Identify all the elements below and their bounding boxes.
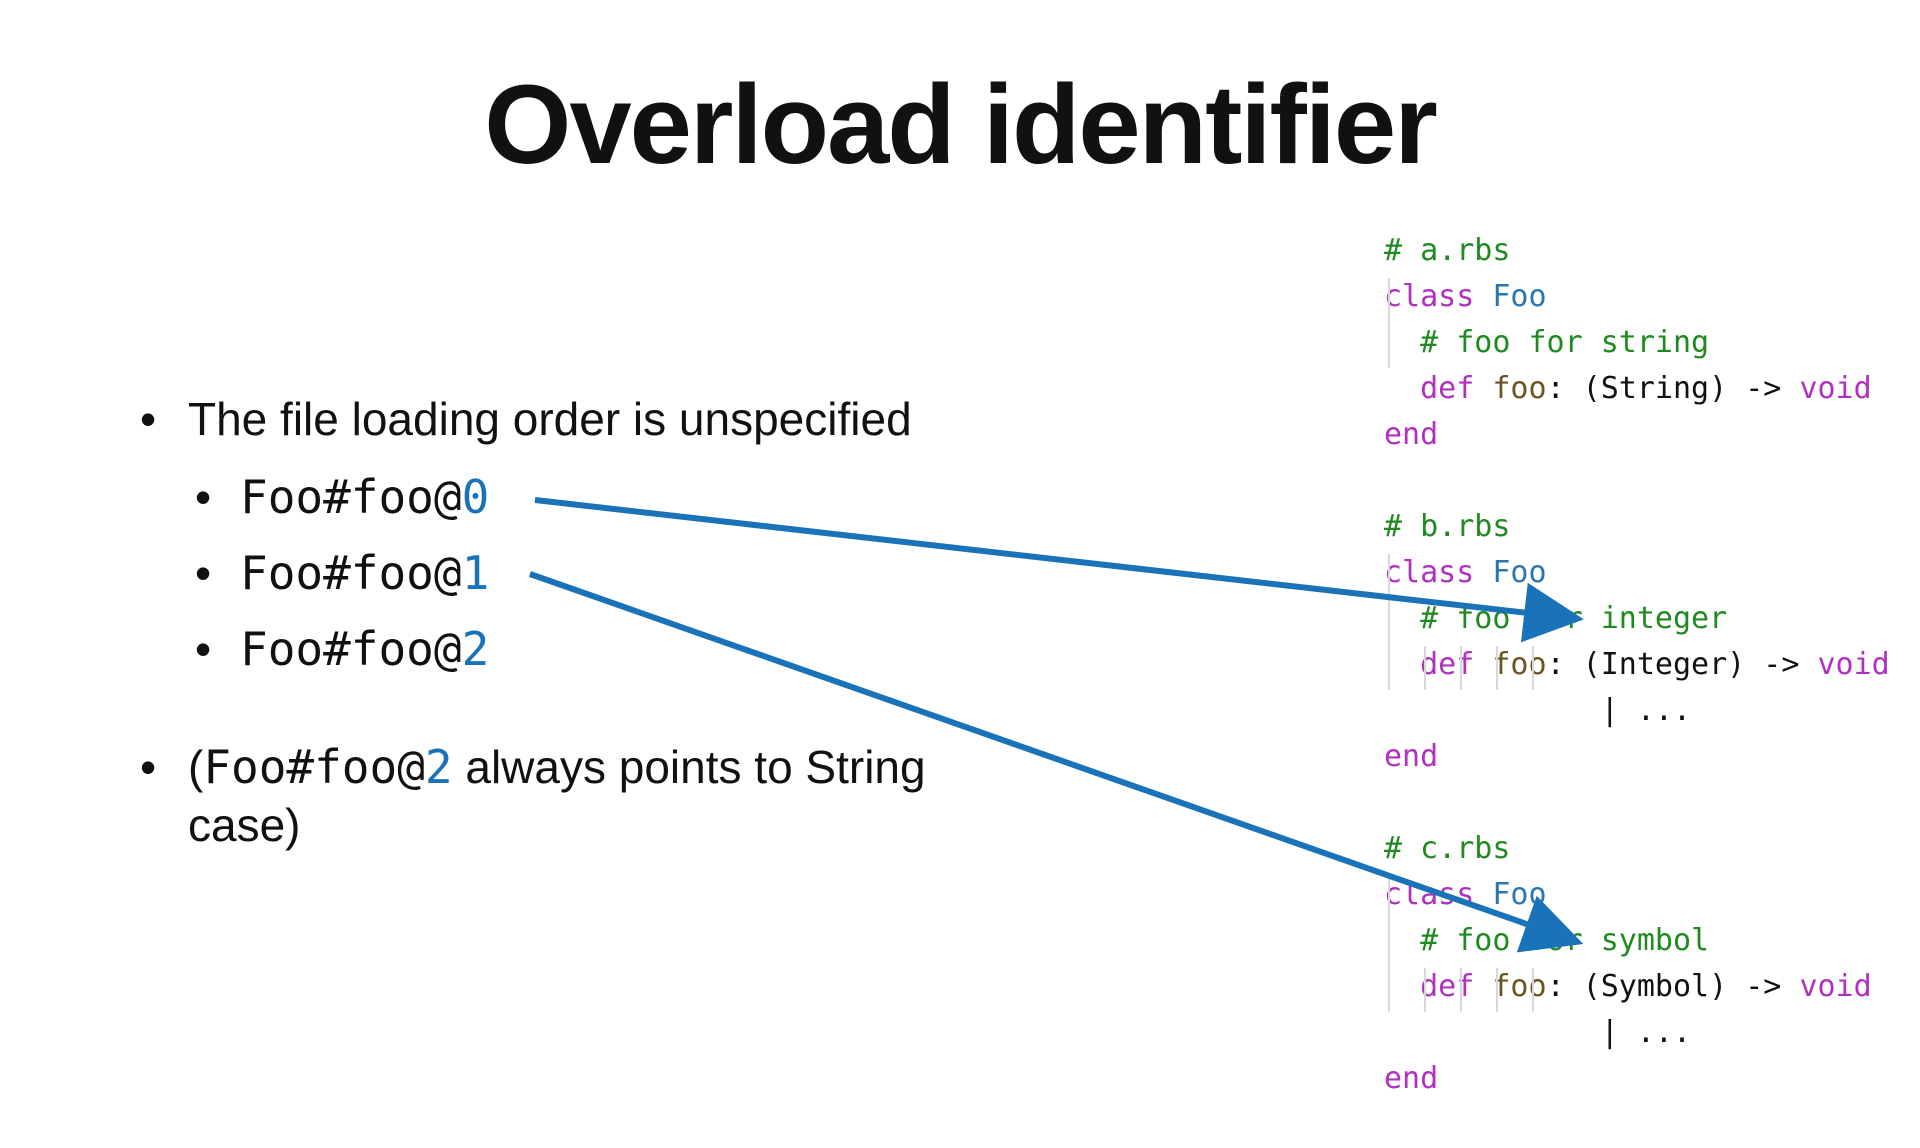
sub-bullet-dot: • bbox=[195, 623, 212, 675]
sub-bullet-2-prefix: Foo#foo@ bbox=[240, 622, 462, 676]
bullet-dot: • bbox=[140, 741, 157, 793]
bullet-dot: • bbox=[140, 393, 157, 445]
indent-guide bbox=[1532, 968, 1534, 1012]
code-def-keyword: def bbox=[1420, 371, 1475, 406]
arrow-1-to-symbol bbox=[529, 571, 1584, 953]
code-class-keyword: class bbox=[1384, 877, 1475, 912]
code-method-name: foo bbox=[1492, 969, 1547, 1004]
code-continuation: | ... bbox=[1600, 693, 1692, 728]
code-signature: (String) -> bbox=[1564, 371, 1782, 406]
code-signature: (Symbol) -> bbox=[1564, 969, 1782, 1004]
sub-bullet-2: Foo#foo@2 bbox=[240, 622, 489, 676]
code-comment: # foo for string bbox=[1420, 325, 1710, 360]
code-filename: # b.rbs bbox=[1384, 509, 1511, 544]
code-filename: # c.rbs bbox=[1384, 831, 1511, 866]
code-return-type: void bbox=[1817, 647, 1890, 682]
code-def-keyword: def bbox=[1420, 647, 1475, 682]
indent-guide bbox=[1460, 968, 1462, 1012]
indent-guide bbox=[1532, 646, 1534, 690]
code-class-keyword: class bbox=[1384, 279, 1475, 314]
bullet-main-1: The file loading order is unspecified bbox=[188, 393, 912, 445]
bullet-main-2-num: 2 bbox=[424, 740, 453, 794]
code-end-keyword: end bbox=[1384, 739, 1439, 774]
indent-guide bbox=[1460, 646, 1462, 690]
sub-bullet-dot: • bbox=[195, 471, 212, 523]
indent-guide bbox=[1496, 646, 1498, 690]
code-class-name: Foo bbox=[1492, 279, 1547, 314]
bullet-main-2-code: Foo#foo@ bbox=[203, 740, 425, 794]
code-block-a: # a.rbs class Foo # foo for string def fo… bbox=[1384, 182, 1872, 504]
code-signature: (Integer) -> bbox=[1564, 647, 1800, 682]
code-filename: # a.rbs bbox=[1384, 233, 1511, 268]
indent-guide bbox=[1496, 968, 1498, 1012]
code-method-name: foo bbox=[1492, 647, 1547, 682]
sub-bullet-0-prefix: Foo#foo@ bbox=[240, 470, 462, 524]
bullet-main-2: (Foo#foo@2 always points to String bbox=[188, 740, 926, 794]
slide-title: Overload identifier bbox=[484, 62, 1438, 187]
code-colon: : bbox=[1546, 647, 1565, 682]
sub-bullet-0: Foo#foo@0 bbox=[240, 470, 489, 524]
code-class-keyword: class bbox=[1384, 555, 1475, 590]
sub-bullet-dot: • bbox=[195, 547, 212, 599]
sub-bullet-2-num: 2 bbox=[461, 622, 490, 676]
code-continuation: | ... bbox=[1600, 1015, 1692, 1050]
indent-guide bbox=[1388, 876, 1390, 1012]
bullet-main-2-text: always points to String bbox=[452, 741, 926, 793]
code-return-type: void bbox=[1799, 969, 1872, 1004]
indent-guide bbox=[1424, 968, 1426, 1012]
bullet-main-2-line2: case) bbox=[188, 799, 301, 851]
indent-guide bbox=[1424, 646, 1426, 690]
bullet-main-2-open: ( bbox=[188, 741, 204, 793]
indent-guide bbox=[1388, 278, 1390, 368]
sub-bullet-1-prefix: Foo#foo@ bbox=[240, 546, 462, 600]
sub-bullet-1: Foo#foo@1 bbox=[240, 546, 489, 600]
code-def-keyword: def bbox=[1420, 969, 1475, 1004]
arrow-0-to-integer bbox=[534, 497, 1584, 643]
indent-guide bbox=[1388, 554, 1390, 690]
code-colon: : bbox=[1546, 371, 1565, 406]
code-method-name: foo bbox=[1492, 371, 1547, 406]
code-end-keyword: end bbox=[1384, 417, 1439, 452]
sub-bullet-1-num: 1 bbox=[461, 546, 490, 600]
sub-bullet-0-num: 0 bbox=[461, 470, 490, 524]
code-colon: : bbox=[1546, 969, 1565, 1004]
arrows-overlay bbox=[529, 497, 1584, 953]
code-return-type: void bbox=[1799, 371, 1872, 406]
